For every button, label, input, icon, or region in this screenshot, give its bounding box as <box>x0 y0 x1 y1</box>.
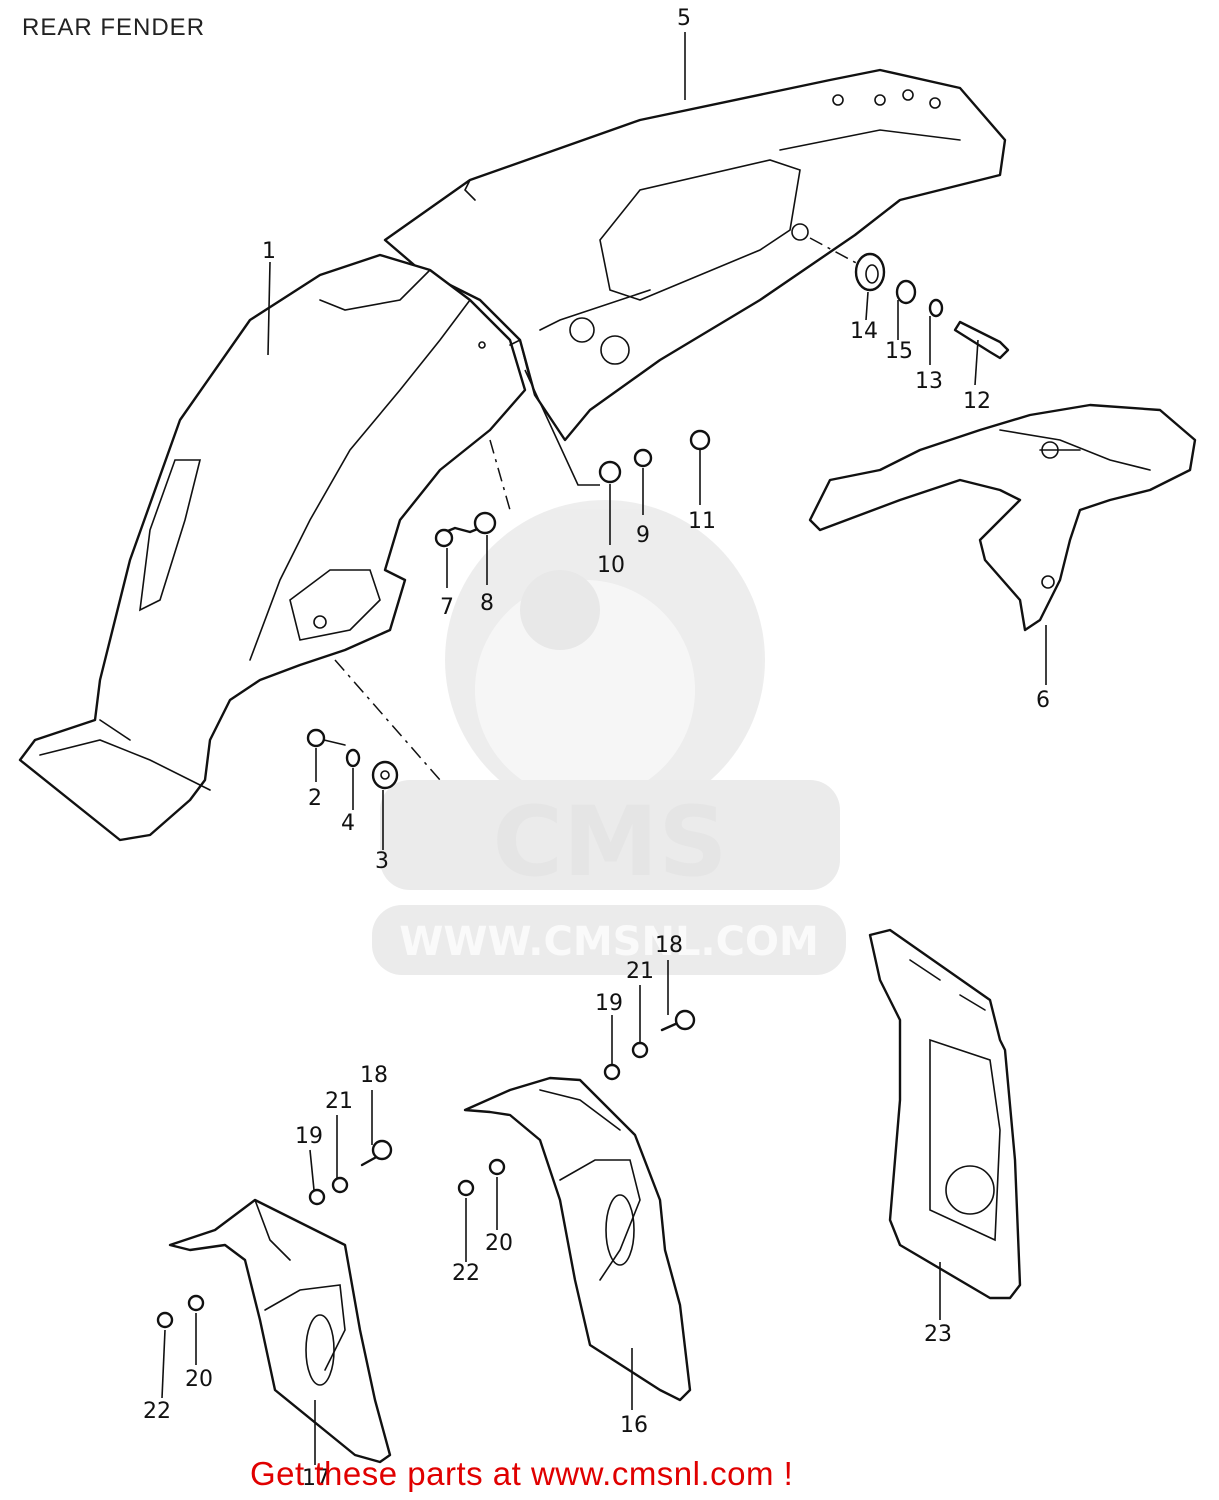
callout-17: 17 <box>302 1466 330 1491</box>
callout-7: 7 <box>440 595 454 620</box>
callout-19-lower: 19 <box>295 1124 323 1149</box>
callout-12: 12 <box>963 389 991 414</box>
callout-16: 16 <box>620 1413 648 1438</box>
page-title: REAR FENDER <box>22 14 206 41</box>
footer-shop-link[interactable]: Get these parts at www.cmsnl.com ! <box>250 1455 794 1492</box>
callout-1: 1 <box>262 239 276 264</box>
callout-19-upper: 19 <box>595 991 623 1016</box>
callout-18-lower: 18 <box>360 1063 388 1088</box>
callout-3: 3 <box>375 849 389 874</box>
part-6-rear-bracket <box>808 403 1197 632</box>
callout-11: 11 <box>688 509 716 534</box>
callout-15: 15 <box>885 339 913 364</box>
callout-4: 4 <box>341 811 355 836</box>
part-callouts: 5 1 14 15 13 12 10 9 11 7 8 6 2 4 3 18 2… <box>143 6 1050 1491</box>
callout-14: 14 <box>850 319 878 344</box>
callout-22-left: 22 <box>143 1399 171 1424</box>
part-17-bracket <box>168 1198 392 1464</box>
callout-23: 23 <box>924 1322 952 1347</box>
hardware-group-7-8 <box>434 511 497 548</box>
leader-lines <box>161 32 1047 1465</box>
watermark-url: WWW.CMSNL.COM <box>399 919 819 965</box>
callout-20-middle: 20 <box>485 1231 513 1256</box>
watermark-brand: CMS <box>492 786 727 898</box>
hardware-group-bracket-17 <box>156 1139 393 1329</box>
callout-13: 13 <box>915 369 943 394</box>
callout-9: 9 <box>636 523 650 548</box>
hardware-group-bracket-16 <box>457 1009 696 1197</box>
hardware-group-top <box>854 252 1010 360</box>
callout-8: 8 <box>480 591 494 616</box>
callout-21-lower: 21 <box>325 1089 353 1114</box>
callout-18-upper: 18 <box>655 933 683 958</box>
callout-6: 6 <box>1036 688 1050 713</box>
part-1-rear-fender <box>18 253 531 842</box>
hardware-group-middle <box>524 369 711 486</box>
part-23-mudflap <box>868 928 1022 1300</box>
callout-20-left: 20 <box>185 1367 213 1392</box>
part-16-bracket <box>463 1076 692 1402</box>
callout-21-upper: 21 <box>626 959 654 984</box>
callout-22-middle: 22 <box>452 1261 480 1286</box>
hardware-group-2-4-3 <box>306 728 399 790</box>
callout-5: 5 <box>677 6 691 31</box>
callout-10: 10 <box>597 553 625 578</box>
watermark: CMS WWW.CMSNL.COM <box>372 500 846 975</box>
callout-2: 2 <box>308 786 322 811</box>
